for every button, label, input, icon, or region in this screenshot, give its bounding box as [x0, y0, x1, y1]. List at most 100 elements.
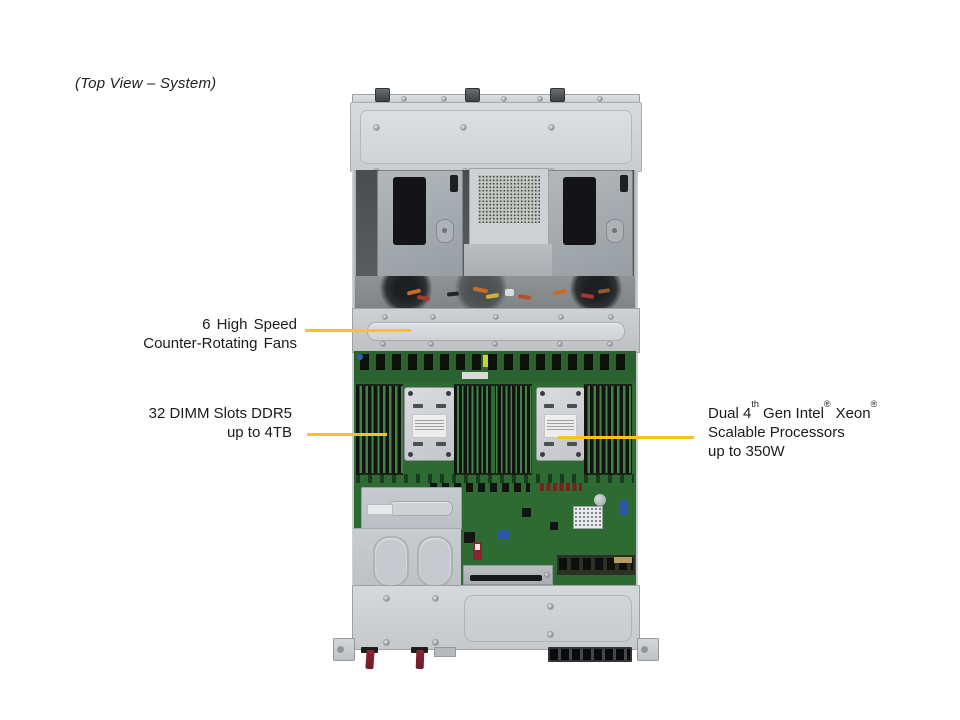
rail-latch	[550, 88, 565, 102]
callout-cpu-leader-line	[558, 436, 694, 439]
cover-label	[367, 504, 393, 515]
callout-fans-line1: 6 High Speed	[202, 316, 297, 333]
backplane-connectors	[360, 354, 630, 370]
red-connector-row	[540, 483, 582, 491]
center-shelf	[464, 244, 552, 280]
server-top-view	[350, 88, 642, 650]
cpu-sup-th: th	[751, 399, 759, 409]
front-drive-connectors	[548, 647, 632, 662]
mounting-ear-left	[333, 638, 355, 661]
cpu-label	[544, 414, 577, 438]
callout-dimm-leader-line	[307, 433, 387, 436]
screw	[384, 596, 389, 601]
front-plate	[352, 585, 640, 650]
screw	[429, 342, 433, 346]
screw	[608, 342, 612, 346]
cable	[517, 294, 532, 300]
cpu-text-c: Xeon	[835, 405, 871, 422]
heatsink-clip	[436, 404, 446, 408]
callout-cpu-line3: up to 350W	[708, 443, 785, 460]
screw	[433, 596, 438, 601]
callout-dimm: 32 DIMM Slots DDR5 up to 4TB	[100, 404, 292, 442]
callout-dimm-line1: 32 DIMM Slots DDR5	[148, 405, 292, 422]
screw	[548, 632, 553, 637]
cover-emboss-u	[373, 536, 409, 587]
fan-housing	[380, 276, 432, 310]
screw	[558, 342, 562, 346]
callout-dimm-line2: up to 4TB	[226, 424, 292, 441]
power-supply-left	[377, 170, 463, 278]
heatsink-screw	[540, 452, 545, 457]
backplane-label	[462, 372, 488, 379]
callout-cpu: Dual 4th Gen Intel®Xeon® Scalable Proces…	[708, 400, 923, 461]
screw	[433, 640, 438, 645]
callout-cpu-line2: Scalable Processors	[708, 424, 845, 441]
heatsink-screw	[540, 391, 545, 396]
rear-cover-panel	[360, 110, 632, 164]
cpu1-heatsink	[404, 387, 455, 461]
psu-latch	[620, 175, 628, 192]
screw	[431, 315, 435, 319]
cable	[552, 288, 568, 296]
heatsink-clip	[436, 442, 446, 446]
dimm-bank-middle	[454, 384, 532, 475]
rail-latch	[465, 88, 480, 102]
screw	[502, 97, 506, 101]
power-supply-right	[547, 170, 633, 278]
fan-housing	[570, 276, 622, 310]
heatsink-clip	[413, 442, 423, 446]
psu-vent-window	[393, 177, 426, 245]
front-tab-gray	[434, 647, 456, 657]
screw	[548, 604, 553, 609]
chip	[522, 508, 531, 517]
screw	[494, 315, 498, 319]
red-jumper-block	[473, 542, 482, 560]
screw	[461, 125, 466, 130]
psu-vent-window	[563, 177, 596, 245]
cpu2-heatsink	[536, 387, 585, 461]
mounting-ear-right	[637, 638, 659, 661]
screw	[442, 97, 446, 101]
chipset-heatsink	[573, 506, 603, 529]
page-title: (Top View – System)	[75, 75, 217, 92]
callout-cpu-line1: Dual 4th Gen Intel®Xeon®	[708, 400, 923, 423]
backplane-blue-led	[357, 354, 363, 360]
heatsink-clip	[567, 442, 577, 446]
riser-cover-large	[353, 528, 461, 587]
screw	[402, 97, 406, 101]
screw	[383, 315, 387, 319]
chip	[464, 532, 475, 543]
chassis-wall-right	[634, 170, 638, 585]
dimm-bank-left	[356, 384, 403, 475]
backplane-strip	[354, 351, 636, 382]
bracket-slot	[470, 575, 542, 581]
callout-fans-line2: Counter-Rotating Fans	[143, 335, 297, 352]
heatsink-screw	[408, 452, 413, 457]
cpu-sup-reg1: ®	[823, 399, 831, 409]
rear-cover-plate	[350, 102, 642, 174]
drive-pull-tab	[415, 649, 425, 670]
heatsink-clip	[544, 442, 554, 446]
drive-pull-tab	[365, 649, 375, 670]
motherboard	[354, 382, 636, 585]
cable-connector	[505, 289, 514, 296]
cable-area	[355, 276, 635, 310]
component-row	[356, 474, 634, 483]
blue-connector	[620, 500, 628, 515]
screw	[374, 125, 379, 130]
callout-fans-leader-line	[305, 329, 411, 332]
cpu-text-b: Gen Intel	[758, 405, 824, 422]
screw	[559, 315, 563, 319]
screw	[384, 640, 389, 645]
fan-cover-bar	[352, 308, 640, 353]
psu-latch	[450, 175, 458, 192]
heatsink-screw	[446, 391, 451, 396]
heatsink-clip	[413, 404, 423, 408]
cpu-label	[412, 414, 447, 438]
center-vent-box	[469, 168, 549, 246]
screw	[549, 125, 554, 130]
callout-fans: 6 High Speed Counter-Rotating Fans	[100, 315, 297, 353]
heatsink-clip	[567, 404, 577, 408]
cover-emboss-u	[417, 536, 453, 587]
